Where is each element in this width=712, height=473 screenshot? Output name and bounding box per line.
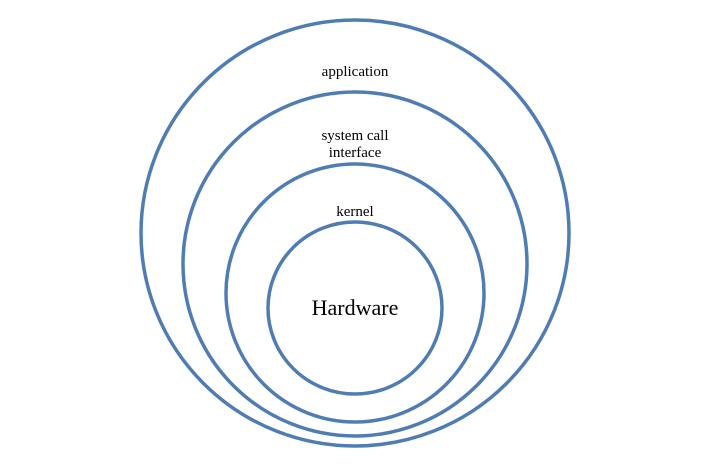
system-call-label-line1: system call [321, 128, 388, 144]
kernel-label: kernel [336, 204, 373, 220]
application-label: application [322, 64, 389, 80]
system-call-interface-ring [181, 90, 529, 438]
hardware-label: Hardware [312, 295, 399, 320]
hardware-ring [266, 220, 444, 396]
system-call-label-line2: interface [329, 145, 382, 161]
application-ring [139, 18, 571, 448]
kernel-ring [224, 162, 486, 424]
